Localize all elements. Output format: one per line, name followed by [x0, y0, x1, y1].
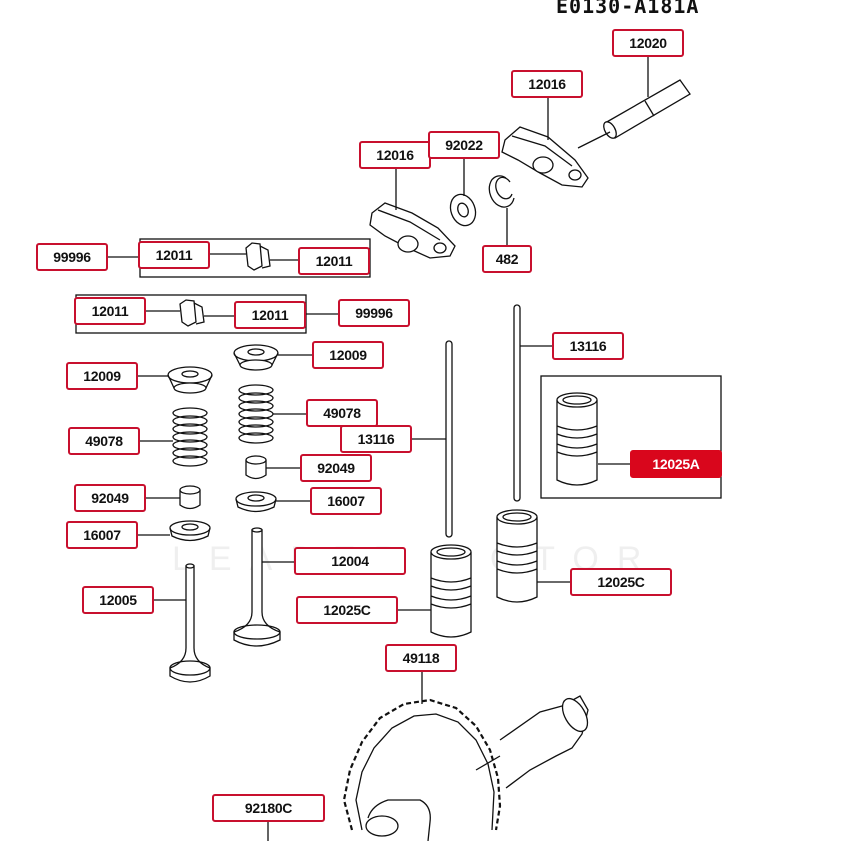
part-label-13116-left[interactable]: 13116	[340, 425, 412, 453]
circlip-482	[488, 175, 515, 208]
part-label-92049-right[interactable]: 92049	[300, 454, 372, 482]
part-label-49078-left[interactable]: 49078	[68, 427, 140, 455]
part-label-12025a-highlighted[interactable]: 12025A	[630, 450, 722, 478]
part-label-16007-right[interactable]: 16007	[310, 487, 382, 515]
part-label-12011-b[interactable]: 12011	[298, 247, 370, 275]
valve-intake-12004	[233, 527, 281, 647]
watermark: LEADER MOTOR	[172, 540, 660, 578]
tappet-left	[430, 544, 472, 638]
rocker-shaft	[603, 79, 691, 139]
detail-box-12025a	[540, 375, 722, 499]
push-rod-left	[445, 340, 453, 538]
push-rod-right	[513, 304, 521, 502]
tappet-right	[496, 509, 538, 603]
part-label-12020[interactable]: 12020	[612, 29, 684, 57]
cotter-upper	[245, 242, 271, 271]
part-label-99996-lower[interactable]: 99996	[338, 299, 410, 327]
part-label-12011-c[interactable]: 12011	[74, 297, 146, 325]
part-label-12016-left[interactable]: 12016	[359, 141, 431, 169]
rocker-arm-right	[501, 126, 589, 188]
seal-right	[245, 455, 267, 480]
cotter-lower	[179, 299, 205, 327]
part-label-12009-right[interactable]: 12009	[312, 341, 384, 369]
part-label-99996-upper[interactable]: 99996	[36, 243, 108, 271]
diagram-code: E0130-A181A	[556, 0, 700, 18]
rocker-arm-left	[369, 202, 456, 259]
camshaft-gear	[342, 695, 589, 841]
spring-right	[238, 384, 274, 444]
part-label-92180c[interactable]: 92180C	[212, 794, 325, 822]
part-label-12011-a[interactable]: 12011	[138, 241, 210, 269]
part-label-12025c-left[interactable]: 12025C	[296, 596, 398, 624]
valve-exhaust-12005	[169, 563, 211, 683]
part-label-12004[interactable]: 12004	[294, 547, 406, 575]
washer-92022	[449, 193, 477, 227]
seal-left	[179, 485, 201, 510]
part-label-92049-left[interactable]: 92049	[74, 484, 146, 512]
part-label-12009-left[interactable]: 12009	[66, 362, 138, 390]
part-label-92022[interactable]: 92022	[428, 131, 500, 159]
retainer-right	[233, 344, 279, 371]
part-label-12025c-right[interactable]: 12025C	[570, 568, 672, 596]
seat-right	[235, 491, 277, 513]
retainer-left	[167, 366, 213, 394]
part-label-12005[interactable]: 12005	[82, 586, 154, 614]
spring-left	[172, 407, 208, 467]
part-label-12016-right[interactable]: 12016	[511, 70, 583, 98]
part-label-16007-left[interactable]: 16007	[66, 521, 138, 549]
tappet-12025a	[556, 392, 598, 486]
leader-lines	[108, 57, 649, 841]
part-label-482[interactable]: 482	[482, 245, 532, 273]
part-label-12011-d[interactable]: 12011	[234, 301, 306, 329]
part-label-49118[interactable]: 49118	[385, 644, 457, 672]
part-label-13116-right[interactable]: 13116	[552, 332, 624, 360]
part-label-49078-right[interactable]: 49078	[306, 399, 378, 427]
seat-left	[169, 520, 211, 542]
